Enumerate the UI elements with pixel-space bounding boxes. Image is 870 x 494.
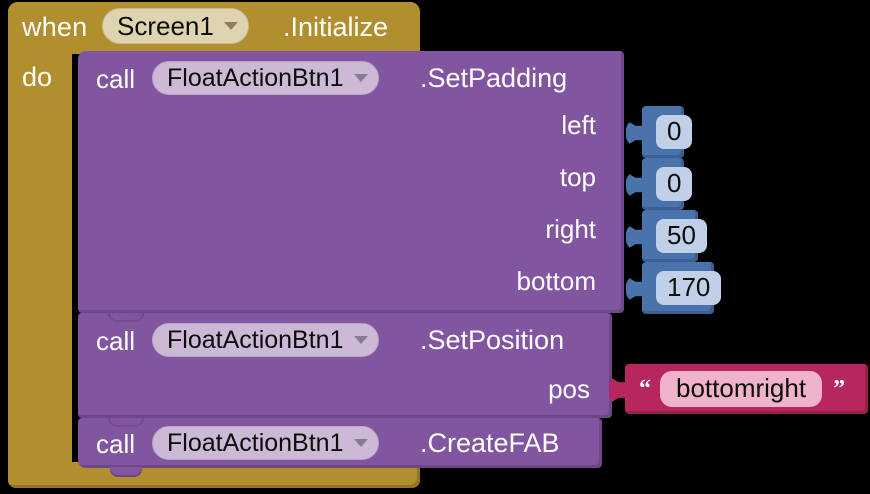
call-label-setposition: call <box>96 326 136 356</box>
component-dropdown-value-createfab: FloatActionBtn1 <box>167 428 344 457</box>
block-bottom-bump <box>110 467 142 477</box>
method-label-createfab: .CreateFAB <box>420 428 560 458</box>
socket-plug-icon <box>609 376 626 404</box>
call-label-setpadding: call <box>96 64 136 94</box>
param-label-bottom: bottom <box>516 266 597 296</box>
number-block-right[interactable]: 50 <box>626 210 707 262</box>
socket-plug-icon <box>626 224 643 250</box>
number-value-bottom[interactable]: 170 <box>656 271 722 305</box>
screen-dropdown-field[interactable]: Screen1 <box>102 8 249 44</box>
block-notch <box>110 418 142 427</box>
when-label: when <box>22 12 88 42</box>
number-block-left[interactable]: 0 <box>626 106 693 158</box>
event-block-left-spine <box>8 2 72 488</box>
number-value-top[interactable]: 0 <box>656 167 693 201</box>
component-dropdown-createfab[interactable]: FloatActionBtn1 <box>152 426 379 460</box>
do-label: do <box>22 62 53 92</box>
number-block-top[interactable]: 0 <box>626 158 693 210</box>
chevron-down-icon[interactable] <box>223 22 238 30</box>
call-block-createfab[interactable]: call FloatActionBtn1 .CreateFAB <box>78 417 602 477</box>
param-label-right: right <box>545 214 596 244</box>
chevron-down-icon[interactable] <box>353 336 368 344</box>
socket-plug-icon <box>626 172 643 198</box>
number-block-bottom[interactable]: 170 <box>626 262 722 314</box>
event-name-label: .Initialize <box>283 12 389 42</box>
component-dropdown-value-setpadding: FloatActionBtn1 <box>167 63 344 92</box>
method-label-setpadding: .SetPadding <box>420 63 568 93</box>
param-label-pos: pos <box>548 374 590 404</box>
block-notch <box>110 313 142 322</box>
text-block-pos[interactable]: “ bottomright ” <box>609 364 868 414</box>
close-quote-icon: ” <box>833 376 846 402</box>
param-label-left: left <box>561 110 596 140</box>
component-dropdown-value-setposition: FloatActionBtn1 <box>167 325 344 354</box>
chevron-down-icon[interactable] <box>353 439 368 447</box>
socket-plug-icon <box>626 276 643 302</box>
number-value-right[interactable]: 50 <box>656 219 707 253</box>
number-value-left[interactable]: 0 <box>656 115 693 149</box>
text-value-pos[interactable]: bottomright <box>660 371 823 407</box>
call-block-setpadding[interactable]: call FloatActionBtn1 .SetPadding left to… <box>78 51 624 313</box>
call-block-setposition[interactable]: call FloatActionBtn1 .SetPosition pos <box>78 312 612 418</box>
call-label-createfab: call <box>96 429 136 459</box>
param-label-top: top <box>559 162 596 192</box>
method-label-setposition: .SetPosition <box>420 325 565 355</box>
open-quote-icon: “ <box>639 376 651 402</box>
screen-dropdown-value: Screen1 <box>117 11 214 41</box>
component-dropdown-setposition[interactable]: FloatActionBtn1 <box>152 323 379 357</box>
component-dropdown-setpadding[interactable]: FloatActionBtn1 <box>152 61 379 95</box>
chevron-down-icon[interactable] <box>353 74 368 82</box>
socket-plug-icon <box>626 120 643 146</box>
